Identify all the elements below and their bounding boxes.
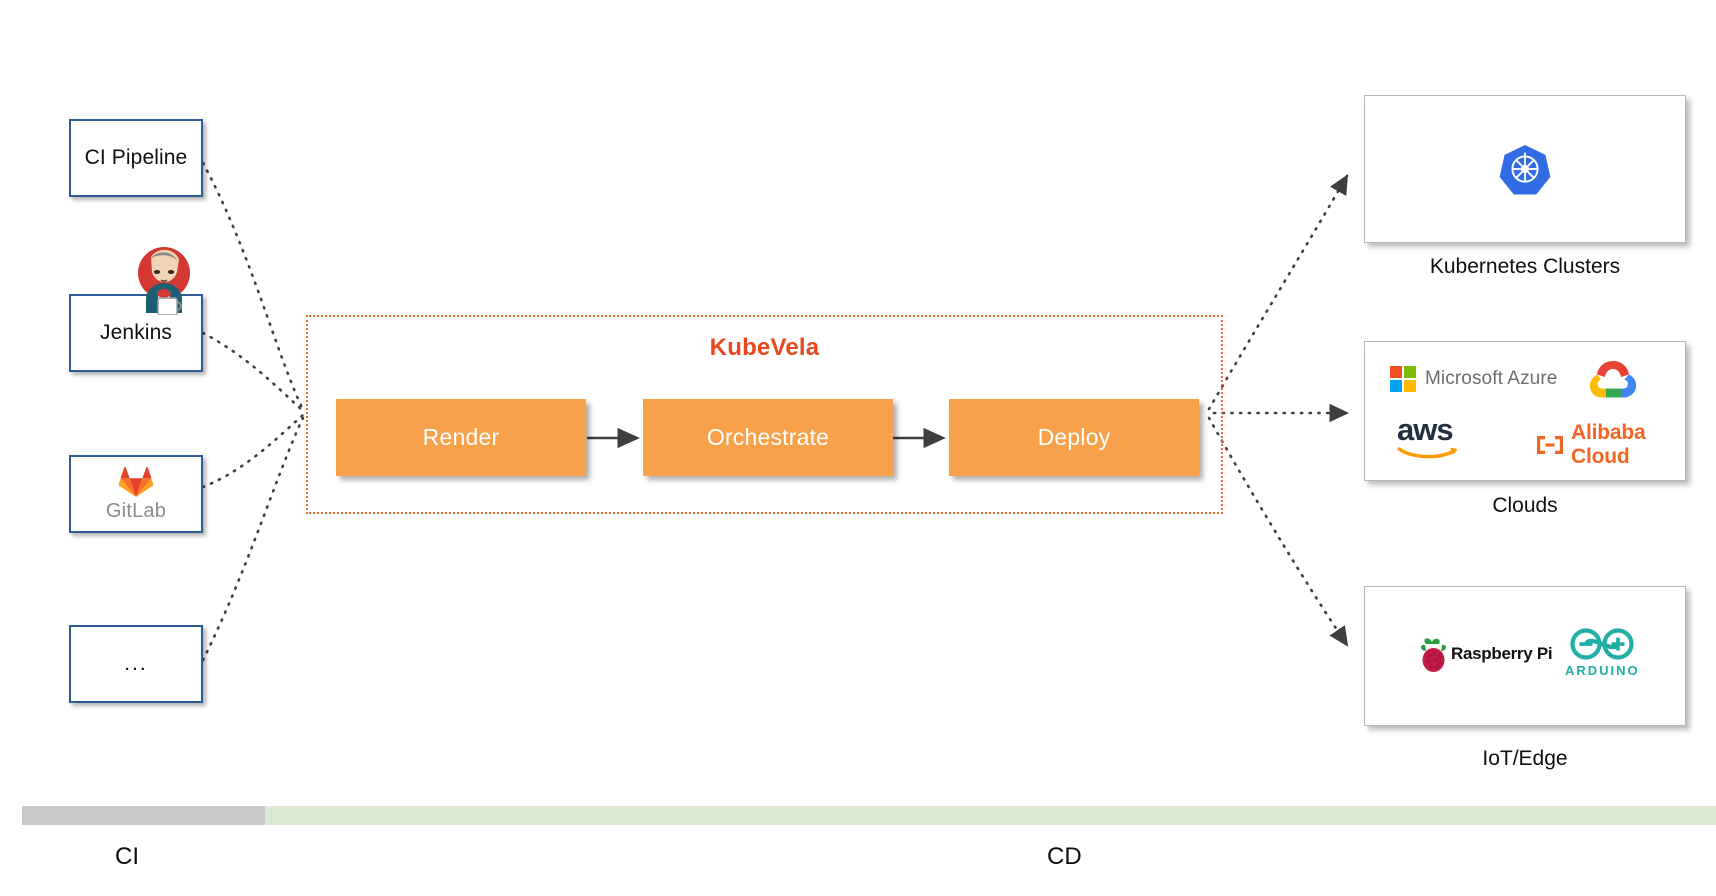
kubernetes-helm-icon xyxy=(1499,143,1551,195)
gitlab-fox-icon xyxy=(118,466,154,498)
source-box-more[interactable]: ... xyxy=(69,625,203,703)
arduino-icon xyxy=(1569,625,1635,663)
target-caption-kubernetes-clusters: Kubernetes Clusters xyxy=(1429,255,1621,278)
stage-label-orchestrate: Orchestrate xyxy=(706,424,830,450)
source-box-ci-pipeline[interactable]: CI Pipeline xyxy=(69,119,203,197)
arduino-label: ARDUINO xyxy=(1565,663,1640,678)
kubevela-title: KubeVela xyxy=(709,334,820,361)
stage-box-orchestrate[interactable]: Orchestrate xyxy=(643,399,893,476)
source-box-jenkins[interactable]: Jenkins xyxy=(69,294,203,372)
source-label-jenkins: Jenkins xyxy=(100,320,172,344)
target-box-clouds[interactable]: Microsoft Azure aws xyxy=(1364,341,1686,481)
stage-box-render[interactable]: Render xyxy=(336,399,586,476)
stage-box-deploy[interactable]: Deploy xyxy=(949,399,1199,476)
source-box-gitlab[interactable]: GitLab xyxy=(69,455,203,533)
stage-label-deploy: Deploy xyxy=(1037,424,1111,450)
jenkins-butler-icon xyxy=(128,243,200,316)
source-label-ci-pipeline: CI Pipeline xyxy=(84,145,188,169)
target-caption-clouds: Clouds xyxy=(1492,494,1558,517)
phase-bar-segment-cd xyxy=(265,806,1716,825)
arduino-logo: ARDUINO xyxy=(1565,625,1640,678)
raspberry-pi-logo: Raspberry Pi xyxy=(1417,635,1553,673)
phase-label-cd: CD xyxy=(1047,843,1082,870)
aws-smile-icon xyxy=(1397,446,1459,460)
alibaba-cloud-label: Alibaba Cloud xyxy=(1571,421,1646,468)
microsoft-azure-label: Microsoft Azure xyxy=(1425,368,1558,389)
source-label-more: ... xyxy=(124,652,148,675)
phase-bar-segment-ci xyxy=(22,806,265,825)
microsoft-azure-logo: Microsoft Azure xyxy=(1390,366,1557,392)
microsoft-azure-icon xyxy=(1390,366,1416,392)
raspberry-pi-icon xyxy=(1417,635,1451,673)
aws-logo: aws xyxy=(1397,412,1459,460)
source-label-gitlab: GitLab xyxy=(105,499,167,522)
target-box-kubernetes-clusters[interactable] xyxy=(1364,95,1686,243)
alibaba-cloud-logo: Alibaba Cloud xyxy=(1535,421,1685,469)
aws-label: aws xyxy=(1397,412,1454,447)
google-cloud-icon xyxy=(1587,358,1639,400)
kubevela-container: KubeVela xyxy=(306,315,1223,514)
target-caption-iot-edge: IoT/Edge xyxy=(1482,747,1568,770)
alibaba-cloud-icon xyxy=(1535,434,1565,456)
stage-label-render: Render xyxy=(422,424,500,450)
raspberry-pi-label: Raspberry Pi xyxy=(1451,644,1553,663)
phase-label-ci: CI xyxy=(115,843,139,870)
target-box-iot-edge[interactable]: Raspberry Pi ARDUINO xyxy=(1364,586,1686,726)
